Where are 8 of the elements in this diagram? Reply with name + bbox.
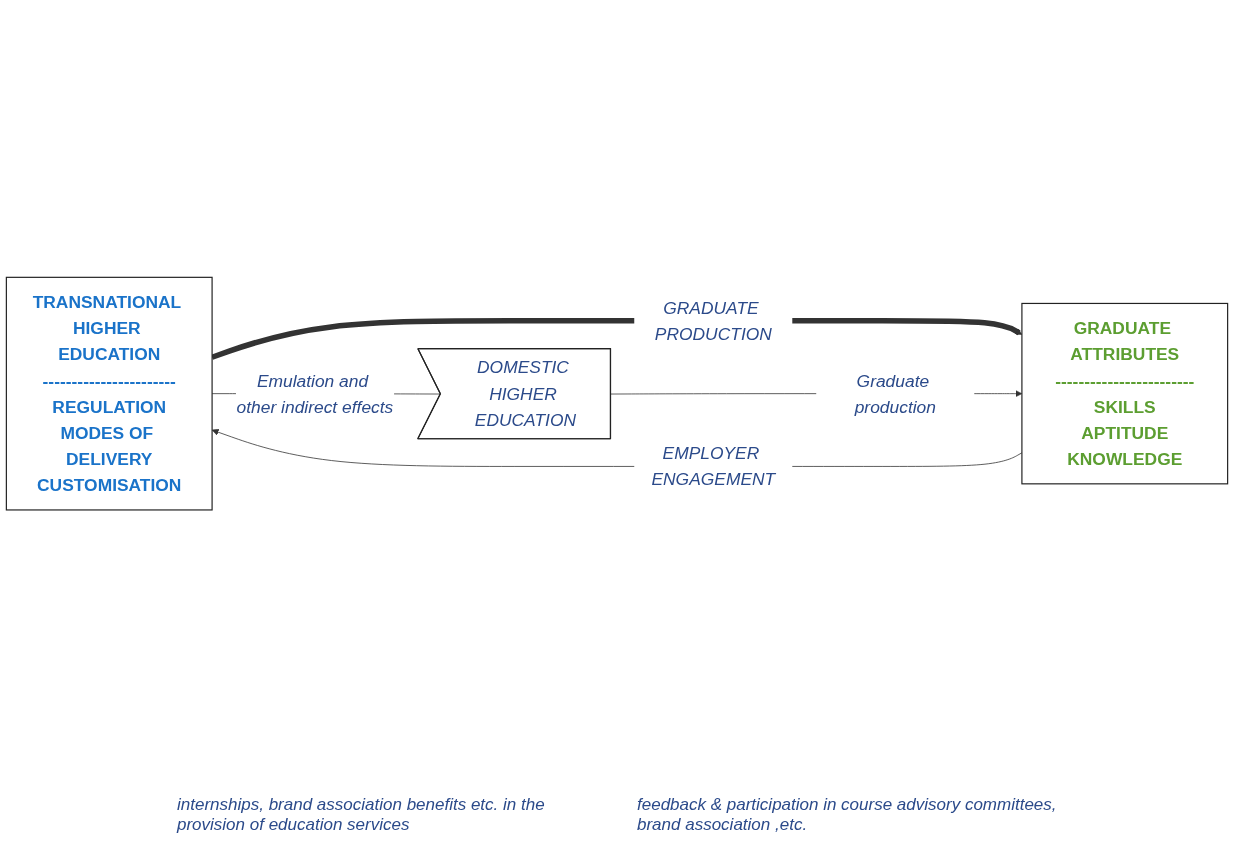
node-box: GRADUATE ATTRIBUTES ------------------------ SKILLS APTITUDE KNOWLEDGE [1021,302,1229,485]
edge-label: Emulation and other indirect effects [236,370,394,417]
node-box: TRANSNATIONAL HIGHER EDUCATION ----------------------- REGULATION MODES OF DELIVERY CUSTOMISATION [5,276,213,511]
edge-description: feedback & participation in course advisory committees, brand association ,etc. [637,795,1057,835]
edge-label: Graduate production [854,370,936,417]
edge-label: GRADUATE PRODUCTION [654,297,772,344]
edge-label: EMPLOYER ENGAGEMENT [651,443,776,490]
edge-description: internships, brand association benefits etc. in the provision of education services [177,795,546,835]
